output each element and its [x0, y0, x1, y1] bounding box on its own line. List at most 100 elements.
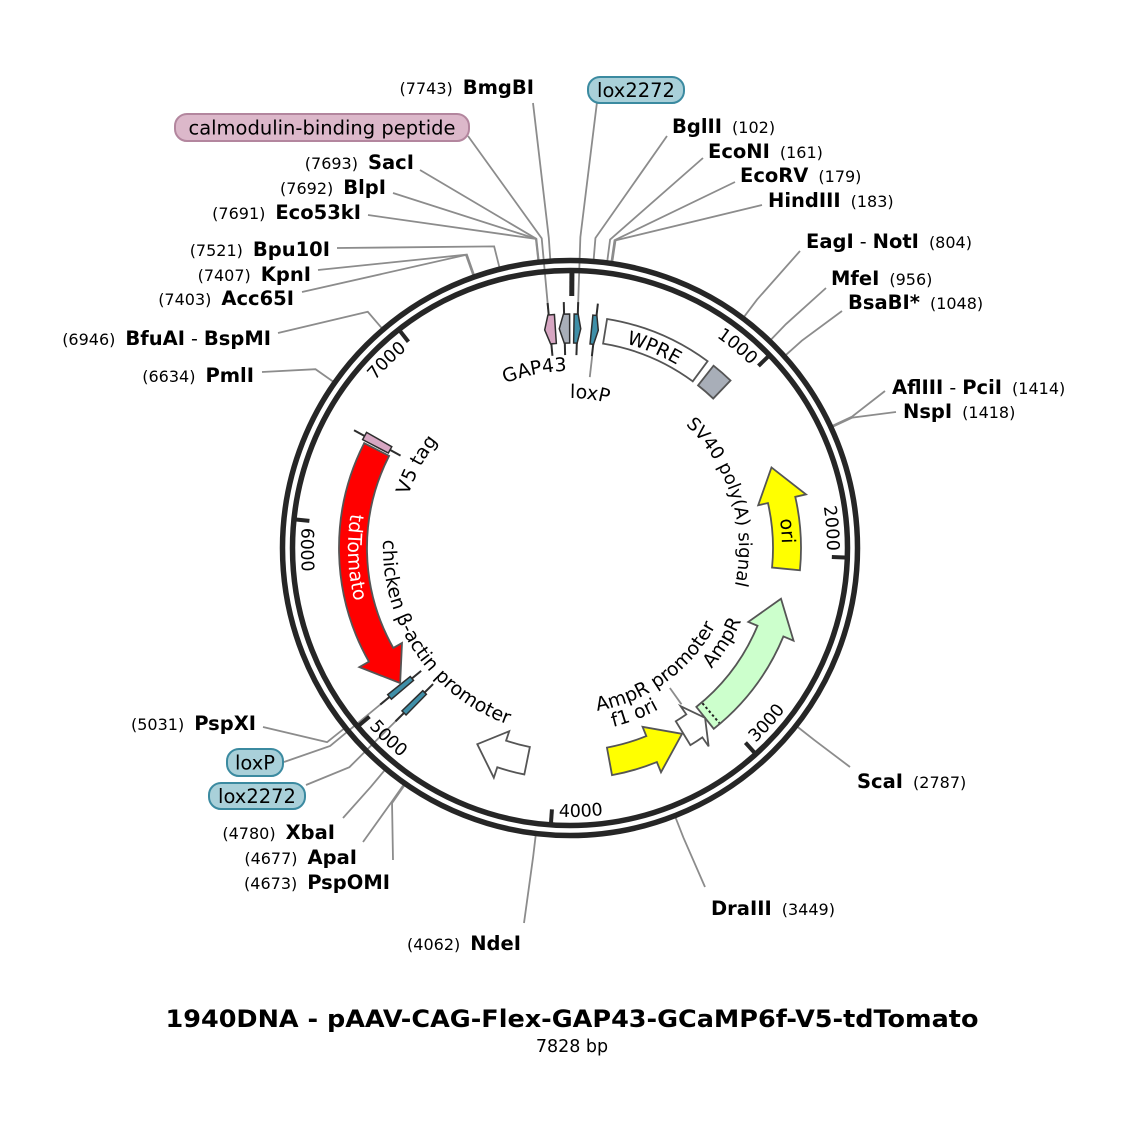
- enzyme-site-line-nspi: [831, 411, 897, 429]
- enzyme-label-bsabi[interactable]: BsaBI*(1048): [848, 291, 983, 314]
- feature-callout-lox2272-0[interactable]: lox2272: [587, 76, 685, 104]
- enzyme-position: (5031): [131, 715, 184, 734]
- sequence-length: 7828 bp: [536, 1037, 608, 1057]
- enzyme-label-ecorv[interactable]: EcoRV(179): [740, 164, 861, 187]
- feature-loxp-1[interactable]: [589, 303, 600, 357]
- enzyme-label-nspi[interactable]: NspI(1418): [903, 400, 1015, 423]
- enzyme-site-line-bglii: [592, 135, 668, 262]
- enzyme-name: Eco53kI: [275, 201, 361, 224]
- enzyme-label-apai[interactable]: (4677)ApaI: [244, 846, 357, 869]
- enzyme-label-scai[interactable]: ScaI (2787): [857, 770, 966, 793]
- enzyme-name: ApaI: [308, 846, 357, 869]
- enzyme-label-blpi[interactable]: (7692)BlpI: [280, 176, 386, 199]
- tick-label-text: 1000: [713, 325, 760, 369]
- enzyme-label-pspomi[interactable]: (4673)PspOMI: [244, 871, 390, 894]
- enzyme-name: ScaI: [857, 770, 903, 793]
- feature-label-v5-tag-14-text: V5 tag: [392, 431, 442, 497]
- feature-sv40-poly-a-signal-5[interactable]: [696, 364, 732, 400]
- feature-wpre-4[interactable]: [602, 317, 709, 383]
- enzyme-label-bmgbi[interactable]: (7743)BmgBI: [400, 76, 534, 99]
- enzyme-label-bfuai-bspmi[interactable]: (6946)BfuAI - BspMI: [62, 327, 271, 350]
- enzyme-name: EcoRV: [740, 164, 808, 187]
- callout-label: loxP: [235, 752, 275, 775]
- feature-layer: [338, 302, 809, 781]
- enzyme-site-line-eco53ki: [367, 214, 540, 262]
- enzyme-site-line-ecorv: [610, 181, 736, 264]
- enzyme-position: (102): [732, 118, 775, 137]
- enzyme-label-bpu10i[interactable]: (7521)Bpu10I: [190, 238, 330, 261]
- enzyme-site-line-pspomi: [391, 783, 406, 861]
- feature-chicken-actin-promoter-10[interactable]: [476, 729, 531, 781]
- enzyme-label-hindiii[interactable]: HindIII(183): [768, 189, 894, 212]
- feature-loxp-12[interactable]: [379, 670, 422, 706]
- tick-label-text: 2000: [819, 504, 842, 551]
- feature-ampr-7[interactable]: [695, 597, 795, 731]
- enzyme-site-line-pspxi: [262, 726, 346, 744]
- tick-label: 1000: [713, 325, 760, 369]
- enzyme-position: (2787): [913, 773, 966, 792]
- feature-label-ori-6-text: ori: [775, 517, 799, 544]
- feature-calmodulin-binding-peptide-2[interactable]: [543, 302, 558, 356]
- feature-marker-shape: [386, 675, 415, 701]
- enzyme-label-ndei[interactable]: (4062)NdeI: [407, 932, 521, 955]
- feature-tdtomato-13[interactable]: [338, 441, 403, 685]
- feature-marker-shape: [361, 431, 393, 455]
- feature-lox2272-0[interactable]: [572, 302, 582, 356]
- enzyme-label-draiii[interactable]: DraIII(3449): [711, 897, 835, 920]
- enzyme-label-mfei[interactable]: MfeI(956): [831, 267, 932, 290]
- feature-ampr-promoter-8[interactable]: [674, 703, 710, 747]
- feature-label-leader-ampr-promoter: [669, 687, 683, 705]
- feature-label-v5-tag-14[interactable]: V5 tag: [392, 431, 442, 497]
- feature-label-ampr-promoter-8[interactable]: AmpR promoter: [594, 617, 720, 716]
- enzyme-label-kpni[interactable]: (7407)KpnI: [198, 263, 311, 286]
- tick-label: 6000: [296, 527, 317, 572]
- enzyme-name: EagI: [806, 230, 854, 253]
- callout-label: lox2272: [597, 79, 675, 102]
- enzyme-label-acc65i[interactable]: (7403)Acc65I: [158, 287, 294, 310]
- enzyme-label-econi[interactable]: EcoNI(161): [708, 140, 823, 163]
- feature-arrow-shape: [605, 725, 684, 777]
- feature-label-sv40-poly-a-signal-5[interactable]: SV40 poly(A) signal: [682, 413, 755, 589]
- enzyme-site-line-draiii: [674, 815, 706, 888]
- feature-callout-calmodulin-binding-peptide-2[interactable]: calmodulin-binding peptide: [174, 113, 470, 142]
- enzyme-position: (1414): [1012, 379, 1065, 398]
- enzyme-position: (7407): [198, 266, 251, 285]
- enzyme-position: (956): [889, 270, 932, 289]
- enzyme-position: (7743): [400, 79, 453, 98]
- enzyme-label-eagi-noti[interactable]: EagI - NotI(804): [806, 230, 972, 253]
- enzyme-label-pmli[interactable]: (6634)PmlI: [142, 364, 254, 387]
- enzyme-label-saci[interactable]: (7693)SacI: [305, 151, 414, 174]
- enzyme-site-line-ndei: [523, 833, 537, 924]
- enzyme-name: SacI: [368, 151, 414, 174]
- map-title: 1940DNA - pAAV-CAG-Flex-GAP43-GCaMP6f-V5…: [166, 1005, 979, 1033]
- enzyme-position: (183): [851, 192, 894, 211]
- callout-box: [587, 76, 685, 104]
- feature-marker-shape: [572, 313, 582, 344]
- enzyme-label-eco53ki[interactable]: (7691)Eco53kI: [212, 201, 361, 224]
- feature-label-ori-6[interactable]: ori: [775, 517, 799, 544]
- feature-callout-loxp-12[interactable]: loxP: [226, 748, 284, 777]
- enzyme-site-line-bsabi: [784, 310, 843, 357]
- feature-f1-ori-9[interactable]: [605, 725, 684, 777]
- feature-label-gap43-3[interactable]: GAP43: [499, 354, 567, 388]
- feature-ori-6[interactable]: [756, 465, 809, 572]
- feature-callout-line-loxp: [283, 700, 386, 763]
- feature-label-loxp-1[interactable]: loxP: [570, 381, 612, 408]
- feature-callout-lox2272-11[interactable]: lox2272: [208, 782, 306, 810]
- enzyme-label-xbai[interactable]: (4780)XbaI: [222, 821, 335, 844]
- feature-label-chicken-actin-promoter-10[interactable]: chicken β-actin promoter: [378, 540, 514, 730]
- feature-lox2272-11[interactable]: [394, 683, 434, 723]
- enzyme-label-afliii-pcii[interactable]: AflIII - PciI(1414): [892, 376, 1065, 399]
- feature-marker-shape: [558, 313, 571, 344]
- tick-label: 7000: [364, 338, 410, 384]
- enzyme-name: BglII: [672, 115, 722, 138]
- feature-label-loxp-1-text: loxP: [570, 381, 612, 408]
- enzyme-label-pspxi[interactable]: (5031)PspXI: [131, 712, 256, 735]
- enzyme-site-line-bmgbi: [532, 102, 552, 261]
- enzyme-label-bglii[interactable]: BglII (102): [672, 115, 775, 138]
- enzyme-name: AflIII: [892, 376, 943, 399]
- feature-v5-tag-14[interactable]: [353, 429, 402, 457]
- enzyme-site-line-hindiii: [611, 204, 763, 264]
- feature-gap43-3[interactable]: [558, 302, 571, 356]
